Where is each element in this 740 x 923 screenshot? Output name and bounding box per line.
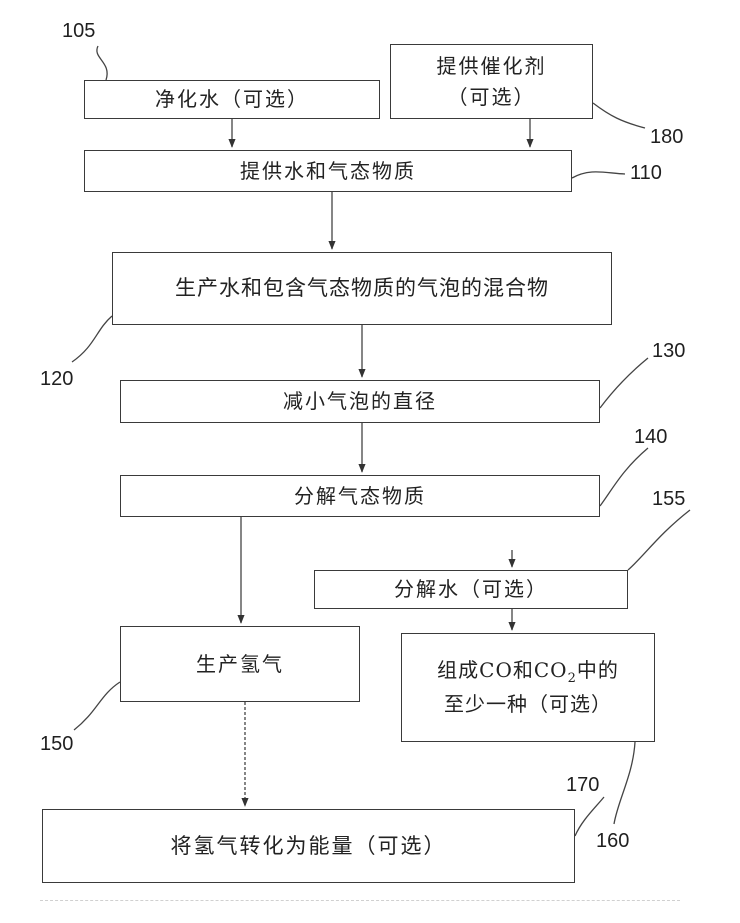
leader-130	[600, 358, 648, 408]
step-form-co-line1a: 组成CO和CO	[437, 658, 567, 682]
step-provide-water-gas-label: 提供水和气态物质	[240, 156, 416, 187]
ref-120: 120	[40, 368, 73, 391]
step-purify-water-label: 净化水（可选）	[155, 84, 309, 115]
step-form-co-line1b: 中的	[577, 658, 619, 682]
leader-120	[72, 316, 112, 362]
step-form-co-subscript: 2	[568, 671, 577, 686]
ref-140: 140	[634, 426, 667, 449]
step-form-co: 组成CO和CO2中的 至少一种（可选）	[401, 633, 655, 742]
ref-110: 110	[630, 162, 662, 185]
step-convert-energy: 将氢气转化为能量（可选）	[42, 809, 575, 883]
ref-170: 170	[566, 774, 599, 797]
leader-155	[628, 510, 690, 570]
step-provide-water-gas: 提供水和气态物质	[84, 150, 572, 192]
step-convert-energy-label: 将氢气转化为能量（可选）	[171, 830, 447, 863]
leader-110	[572, 172, 625, 178]
step-produce-hydrogen-label: 生产氢气	[196, 649, 284, 680]
step-provide-catalyst-line1: 提供催化剂	[437, 54, 547, 78]
step-split-water-label: 分解水（可选）	[394, 574, 548, 605]
ref-130: 130	[652, 340, 685, 363]
ref-160: 160	[596, 830, 629, 853]
ref-180: 180	[650, 126, 683, 149]
step-decompose-gas: 分解气态物质	[120, 475, 600, 517]
ref-105: 105	[62, 20, 95, 43]
step-purify-water: 净化水（可选）	[84, 80, 380, 119]
step-provide-catalyst: 提供催化剂 （可选）	[390, 44, 593, 119]
ref-150: 150	[40, 733, 73, 756]
step-form-co-line2: 至少一种（可选）	[444, 692, 612, 716]
step-produce-mixture: 生产水和包含气态物质的气泡的混合物	[112, 252, 612, 325]
step-reduce-bubbles-label: 减小气泡的直径	[283, 386, 437, 417]
step-produce-hydrogen: 生产氢气	[120, 626, 360, 702]
leader-140	[600, 448, 648, 506]
step-produce-mixture-label: 生产水和包含气态物质的气泡的混合物	[175, 272, 549, 305]
step-decompose-gas-label: 分解气态物质	[294, 481, 426, 512]
leader-105	[97, 46, 107, 80]
bottom-scan-line	[40, 900, 680, 901]
step-provide-catalyst-label: 提供催化剂 （可选）	[437, 51, 547, 113]
step-reduce-bubbles: 减小气泡的直径	[120, 380, 600, 423]
leader-160	[614, 742, 635, 824]
leader-150	[74, 682, 120, 730]
step-split-water: 分解水（可选）	[314, 570, 628, 609]
ref-155: 155	[652, 488, 685, 511]
leader-180	[593, 103, 645, 128]
step-form-co-label: 组成CO和CO2中的 至少一种（可选）	[437, 655, 619, 720]
step-provide-catalyst-line2: （可选）	[448, 85, 536, 109]
